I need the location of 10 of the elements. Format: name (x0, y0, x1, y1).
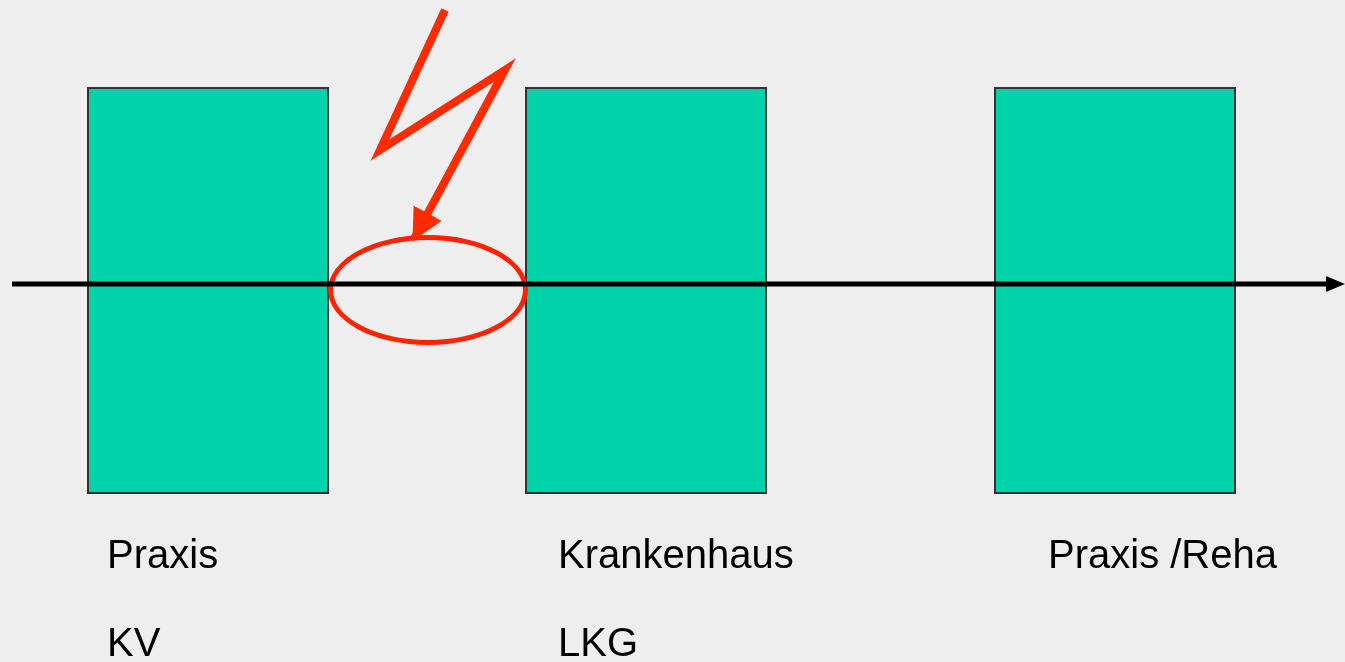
caption-text: Praxis (107, 534, 219, 574)
lightning-arrow (370, 8, 516, 242)
caption-text: Praxis /Reha (1048, 534, 1277, 574)
box-shape (87, 87, 329, 494)
caption-text: LKG (558, 622, 639, 662)
box-shape (994, 87, 1236, 494)
caption-text: KV (107, 622, 161, 662)
caption-text: Krankenhaus (558, 534, 794, 574)
box-shape (525, 87, 767, 494)
ellipse-outline (328, 235, 528, 345)
